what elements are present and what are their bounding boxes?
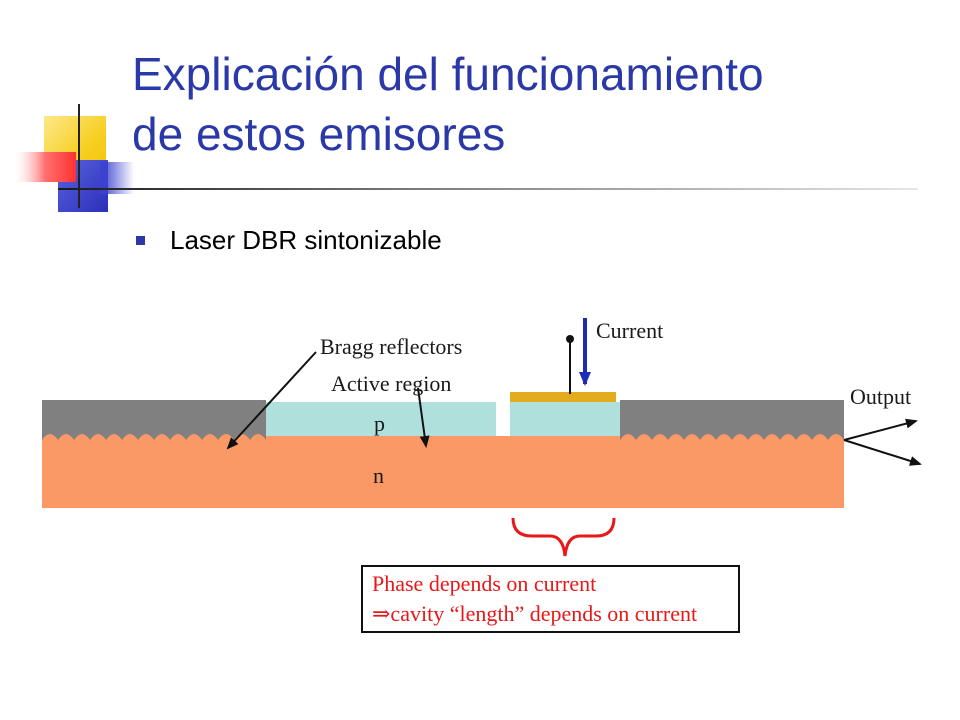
phase-electrode — [510, 392, 616, 402]
caption-line-1: Phase depends on current — [372, 571, 596, 596]
output-label: Output — [850, 384, 911, 409]
right-grating-layer — [620, 400, 844, 442]
active-region-p-layer — [266, 402, 496, 436]
bragg-reflectors-label: Bragg reflectors — [320, 334, 462, 359]
output-arrow-up — [843, 418, 918, 441]
phase-section-p-layer — [510, 402, 620, 436]
title-line-1: Explicación del funcionamiento — [132, 48, 764, 100]
bullet-marker — [136, 236, 145, 245]
phase-section-brace — [511, 517, 616, 557]
n-layer-label: n — [373, 463, 384, 488]
bullet-text: Laser DBR sintonizable — [170, 225, 442, 255]
title-decoration — [14, 104, 134, 212]
active-region-label: Active region — [331, 371, 451, 396]
substrate-n-layer — [42, 434, 844, 508]
active-pointer-arrow — [417, 387, 430, 448]
slide-title: Explicación del funcionamiento de estos … — [132, 44, 942, 164]
bragg-pointer-arrow — [226, 351, 317, 450]
left-grating-layer — [42, 400, 266, 442]
p-layer-label: p — [374, 411, 385, 436]
current-label: Current — [596, 318, 663, 343]
caption-box — [361, 565, 740, 633]
title-line-2: de estos emisores — [132, 108, 506, 160]
deco-vertical-line — [78, 104, 80, 208]
deco-red-square — [14, 152, 76, 182]
output-arrow-down — [843, 439, 922, 466]
title-rule — [58, 188, 918, 190]
caption-line-2: ⇒cavity “length” depends on current — [372, 601, 697, 626]
